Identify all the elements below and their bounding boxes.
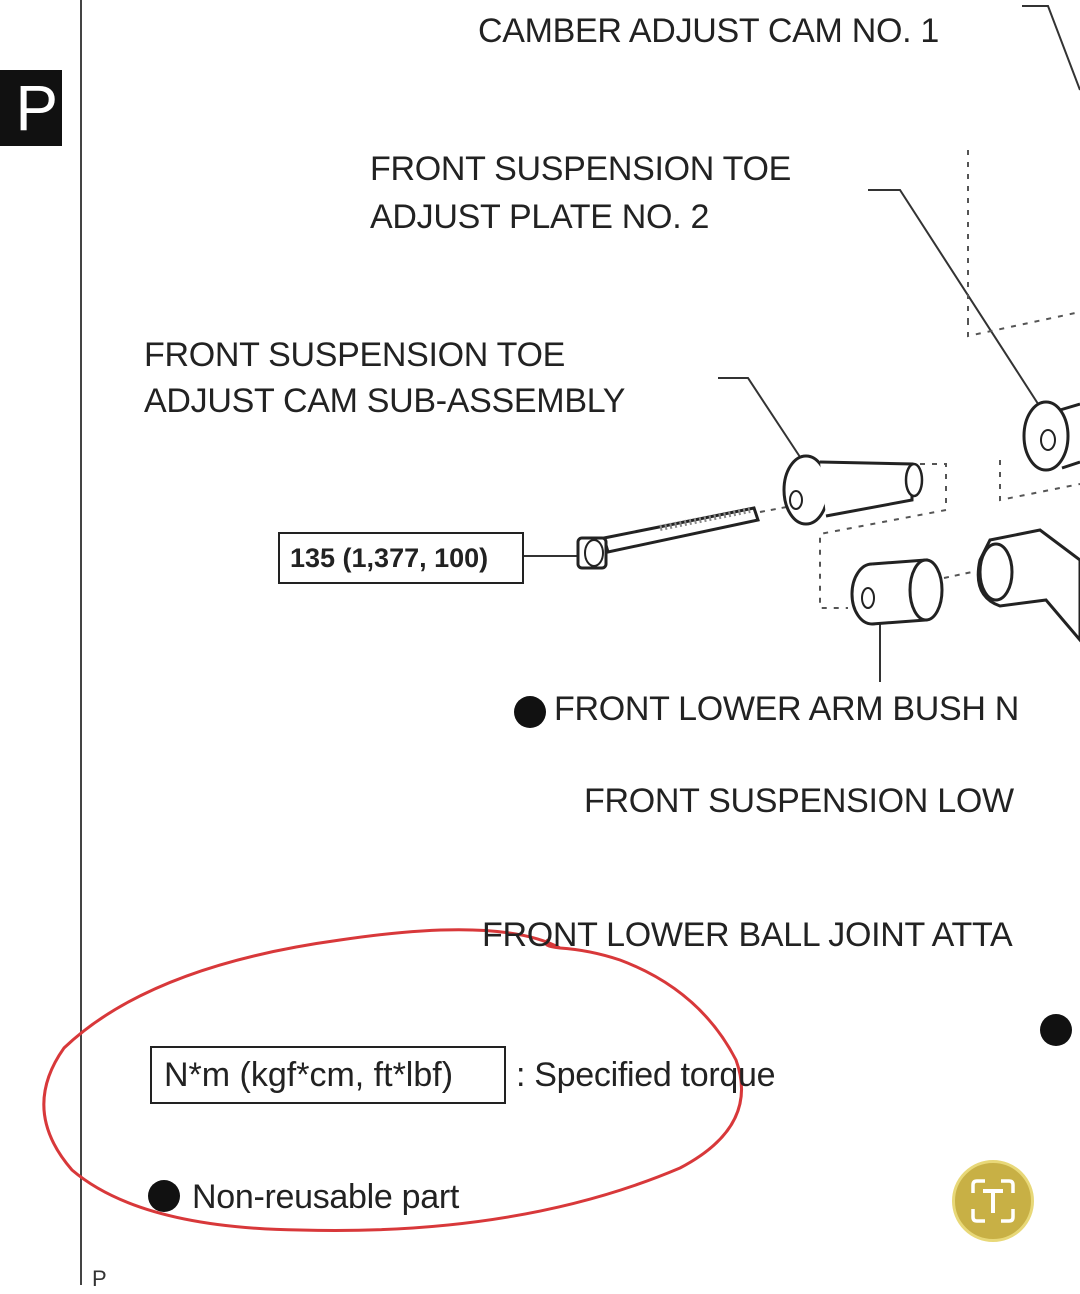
legend-torque-unit-box: N*m (kgf*cm, ft*lbf) xyxy=(150,1046,506,1104)
toe-cam-bolt xyxy=(576,506,760,570)
legend-non-reusable-text: Non-reusable part xyxy=(192,1178,460,1216)
label-toe-cam-line2: ADJUST CAM SUB-ASSEMBLY xyxy=(144,382,626,420)
non-reusable-marker-icon-2 xyxy=(1040,1014,1072,1046)
label-ball-joint: FRONT LOWER BALL JOINT ATTA xyxy=(482,916,1013,954)
legend-torque-unit: N*m (kgf*cm, ft*lbf) xyxy=(164,1056,454,1094)
section-tab-letter: P xyxy=(15,72,58,144)
guide-upper xyxy=(967,311,1080,338)
legend-torque-desc: : Specified torque xyxy=(516,1056,776,1094)
legend-non-reusable-icon xyxy=(148,1180,180,1212)
margin-rule xyxy=(80,0,82,1285)
text-scan-button[interactable] xyxy=(952,1160,1034,1242)
guide-cam-box xyxy=(819,463,947,609)
label-camber-cam: CAMBER ADJUST CAM NO. 1 xyxy=(478,12,939,50)
leader-toe-cam xyxy=(718,377,803,461)
annotation-circle xyxy=(42,928,744,1232)
torque-spec-value: 135 (1,377, 100) xyxy=(290,543,489,573)
leader-toe-plate xyxy=(868,189,1043,411)
suspension-lower-arm-part xyxy=(976,528,1080,643)
label-toe-plate-line1: FRONT SUSPENSION TOE xyxy=(370,150,791,188)
lower-arm-bush-part xyxy=(850,558,944,626)
label-suspension-lower: FRONT SUSPENSION LOW xyxy=(584,782,1014,820)
guide-plate-box xyxy=(999,460,1080,502)
text-scan-icon xyxy=(971,1179,1015,1223)
page-footer-letter: P xyxy=(92,1266,107,1291)
section-tab: P xyxy=(0,70,62,146)
toe-adjust-cam-part xyxy=(782,454,924,526)
guide-bush-axis xyxy=(943,571,973,579)
non-reusable-marker-icon xyxy=(514,696,546,728)
leader-camber-cam xyxy=(1022,5,1080,91)
label-lower-arm-bush: FRONT LOWER ARM BUSH N xyxy=(554,690,1020,728)
toe-adjust-plate-part xyxy=(1022,400,1080,472)
label-toe-cam-line1: FRONT SUSPENSION TOE xyxy=(144,336,565,374)
torque-spec-box: 135 (1,377, 100) xyxy=(278,532,524,584)
label-toe-plate-line2: ADJUST PLATE NO. 2 xyxy=(370,198,710,236)
